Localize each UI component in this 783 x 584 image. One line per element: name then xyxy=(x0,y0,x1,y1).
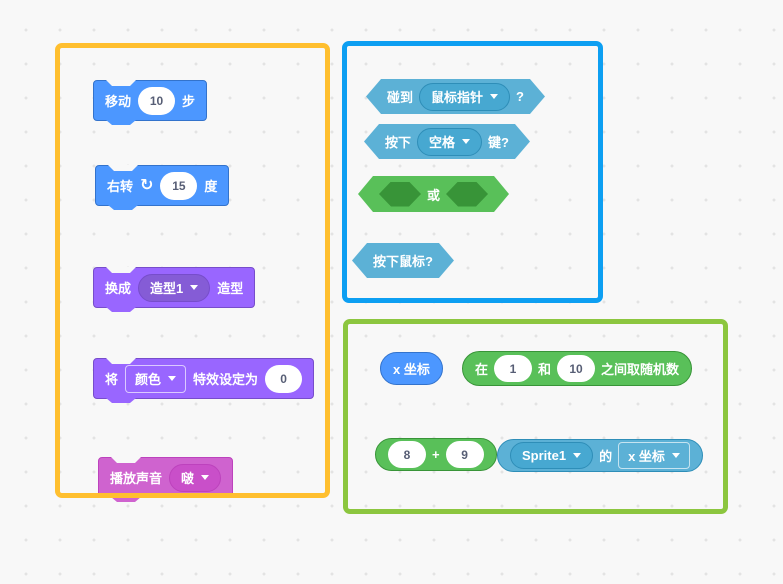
key-dropdown-value: 空格 xyxy=(429,135,456,150)
block-label: 键? xyxy=(488,135,509,150)
sound-dropdown-value: 啵 xyxy=(181,471,195,486)
turn-clockwise-icon: ↻ xyxy=(140,176,154,194)
dropdown-caret-icon xyxy=(190,285,199,290)
property-dropdown[interactable]: x 坐标 xyxy=(618,442,690,469)
sprite-dropdown[interactable]: Sprite1 xyxy=(510,442,594,469)
switch-costume-block[interactable]: 换成 造型1 造型 xyxy=(93,267,256,308)
or-block[interactable]: 或 xyxy=(358,176,509,212)
dropdown-caret-icon xyxy=(490,94,498,99)
dropdown-caret-icon xyxy=(201,475,210,480)
property-dropdown-value: x 坐标 xyxy=(628,449,665,464)
block-label: 和 xyxy=(538,362,552,377)
block-label: 换成 xyxy=(105,281,132,296)
block-label: 步 xyxy=(182,94,196,109)
operator-label: + xyxy=(432,447,440,462)
effect-dropdown-value: 颜色 xyxy=(135,372,162,387)
block-label: 右转 xyxy=(107,179,134,194)
key-dropdown[interactable]: 空格 xyxy=(417,128,482,156)
dropdown-caret-icon xyxy=(462,139,470,144)
block-label: 造型 xyxy=(217,281,244,296)
move-steps-block[interactable]: 移动 10 步 xyxy=(93,80,208,121)
touching-target-dropdown[interactable]: 鼠标指针 xyxy=(419,83,510,111)
block-label: 特效设定为 xyxy=(193,372,259,387)
costume-dropdown-value: 造型1 xyxy=(150,281,184,296)
play-sound-block[interactable]: 播放声音 啵 xyxy=(98,457,234,498)
block-label: 按下 xyxy=(385,135,412,150)
pick-random-reporter[interactable]: 在 1 和 10 之间取随机数 xyxy=(462,351,693,386)
block-label: ? xyxy=(516,89,524,104)
effect-dropdown[interactable]: 颜色 xyxy=(125,364,187,393)
x-position-reporter[interactable]: x 坐标 xyxy=(380,352,443,385)
sound-dropdown[interactable]: 啵 xyxy=(169,463,222,492)
block-label: 移动 xyxy=(105,94,132,109)
boolean-slot[interactable] xyxy=(446,182,488,207)
dropdown-caret-icon xyxy=(168,376,177,381)
property-of-reporter[interactable]: Sprite1 的 x 坐标 xyxy=(497,439,703,472)
sprite-dropdown-value: Sprite1 xyxy=(522,448,567,463)
effect-value-input[interactable]: 0 xyxy=(265,364,303,393)
set-effect-block[interactable]: 将 颜色 特效设定为 0 xyxy=(93,358,315,399)
key-pressed-block[interactable]: 按下 空格 键? xyxy=(364,124,530,159)
block-label: 按下鼠标? xyxy=(373,254,433,269)
addend1-input[interactable]: 8 xyxy=(388,441,426,468)
random-min-input[interactable]: 1 xyxy=(494,355,533,382)
block-label: 将 xyxy=(105,372,119,387)
block-label: 在 xyxy=(475,362,489,377)
costume-dropdown[interactable]: 造型1 xyxy=(138,273,211,302)
block-label: 碰到 xyxy=(387,90,414,105)
mouse-down-block[interactable]: 按下鼠标? xyxy=(352,243,454,278)
random-max-input[interactable]: 10 xyxy=(557,355,596,382)
block-label: 播放声音 xyxy=(110,471,163,486)
degrees-input[interactable]: 15 xyxy=(160,171,198,200)
addend2-input[interactable]: 9 xyxy=(445,441,484,468)
block-label: 或 xyxy=(427,187,441,203)
touching-block[interactable]: 碰到 鼠标指针 ? xyxy=(366,79,545,114)
block-label: x 坐标 xyxy=(393,362,430,377)
reporter-blocks-group-outline xyxy=(343,319,728,514)
steps-input[interactable]: 10 xyxy=(138,86,176,115)
boolean-slot[interactable] xyxy=(379,182,421,207)
dropdown-caret-icon xyxy=(671,453,680,458)
touching-target-dropdown-value: 鼠标指针 xyxy=(431,90,484,105)
block-label: 的 xyxy=(599,449,613,464)
addition-reporter[interactable]: 8 + 9 xyxy=(375,438,497,471)
dropdown-caret-icon xyxy=(573,453,582,458)
turn-right-block[interactable]: 右转 ↻ 15 度 xyxy=(95,165,230,206)
block-label: 度 xyxy=(204,179,218,194)
block-label: 之间取随机数 xyxy=(601,362,680,377)
